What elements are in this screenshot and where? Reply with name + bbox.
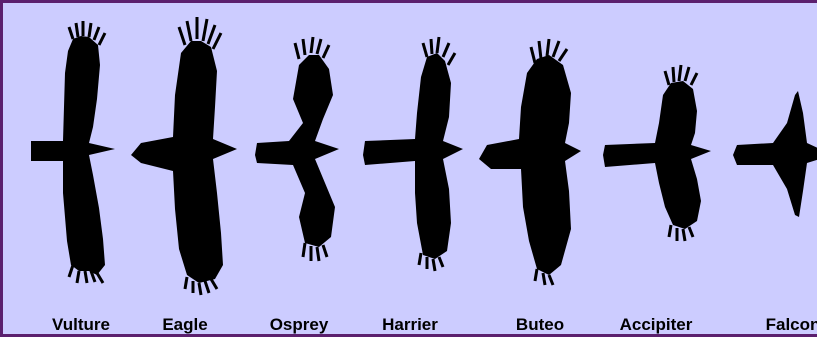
harrier-silhouette-icon bbox=[363, 37, 463, 271]
accipiter-silhouette-icon bbox=[603, 65, 711, 241]
eagle-silhouette-icon bbox=[131, 17, 237, 295]
buteo-silhouette-icon bbox=[479, 39, 581, 285]
vulture-silhouette-icon bbox=[31, 21, 115, 283]
silhouettes-canvas bbox=[3, 3, 817, 337]
bird-label-osprey: Osprey bbox=[270, 315, 329, 335]
bird-label-eagle: Eagle bbox=[162, 315, 207, 335]
bird-label-falcon: Falcon bbox=[766, 315, 817, 335]
osprey-silhouette-icon bbox=[255, 37, 339, 261]
bird-label-vulture: Vulture bbox=[52, 315, 110, 335]
bird-label-accipiter: Accipiter bbox=[620, 315, 693, 335]
falcon-silhouette-icon bbox=[733, 91, 817, 217]
bird-label-harrier: Harrier bbox=[382, 315, 438, 335]
bird-label-buteo: Buteo bbox=[516, 315, 564, 335]
